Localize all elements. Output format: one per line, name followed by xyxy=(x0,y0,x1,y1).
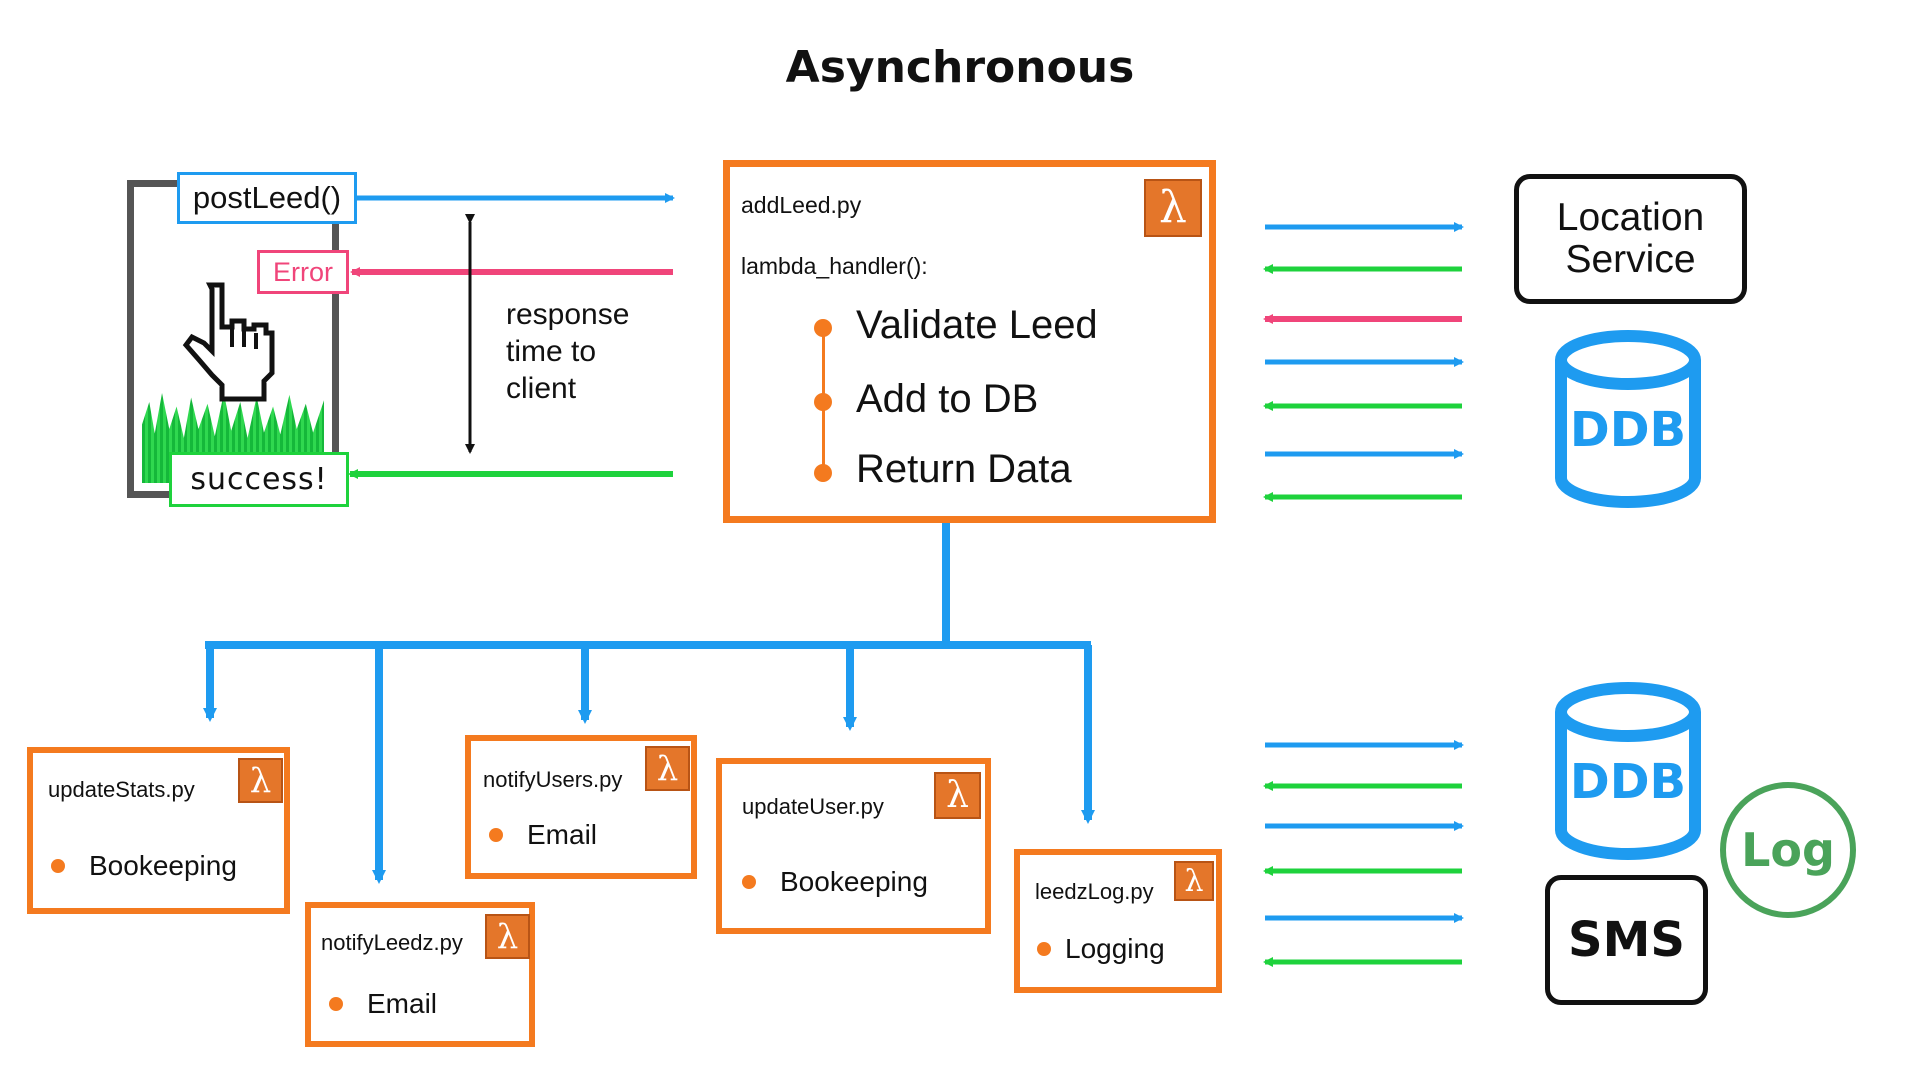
worker-lambda-updateuser: updateUser.py λ Bookeeping xyxy=(716,758,991,934)
task-dot xyxy=(742,875,756,889)
step-dot xyxy=(814,319,832,337)
fan-out-tree xyxy=(203,523,1095,884)
worker-filename: updateUser.py xyxy=(742,794,884,819)
lambda-handler: lambda_handler(): xyxy=(741,253,928,279)
lambda-icon: λ xyxy=(1144,179,1202,237)
task-dot xyxy=(1037,942,1051,956)
worker-task: Email xyxy=(489,819,597,851)
worker-filename: notifyLeedz.py xyxy=(321,930,463,955)
worker-lambda-updatestats: updateStats.py λ Bookeeping xyxy=(27,747,290,914)
worker-task-label: Bookeeping xyxy=(780,866,928,897)
lambda-icon: λ xyxy=(238,758,283,803)
ddb-top-label: DDB xyxy=(1570,402,1686,458)
step-dot xyxy=(814,393,832,411)
worker-task: Logging xyxy=(1037,933,1165,965)
error-label: Error xyxy=(257,250,349,294)
worker-task-label: Email xyxy=(527,819,598,850)
success-label: success! xyxy=(169,452,349,507)
step-validate: Validate Leed xyxy=(856,303,1098,347)
lambda-icon: λ xyxy=(485,914,530,959)
worker-lambda-notifyusers: notifyUsers.py λ Email xyxy=(465,735,697,879)
worker-filename: leedzLog.py xyxy=(1035,879,1154,904)
hand-pointer-icon xyxy=(182,282,275,402)
worker-task: Email xyxy=(329,988,437,1020)
sms-label: SMS xyxy=(1568,912,1685,968)
step-add-db: Add to DB xyxy=(856,377,1039,421)
log-label: Log xyxy=(1741,823,1835,877)
lambda-filename: addLeed.py xyxy=(741,192,862,218)
client-device xyxy=(127,180,339,498)
task-dot xyxy=(51,859,65,873)
worker-lambda-notifyleedz: notifyLeedz.py λ Email xyxy=(305,902,535,1047)
sms-service: SMS xyxy=(1545,875,1708,1005)
task-dot xyxy=(489,828,503,842)
ddb-bottom-icon: DDB xyxy=(1555,682,1701,860)
lambda-icon: λ xyxy=(934,772,981,819)
worker-task: Bookeeping xyxy=(742,866,928,898)
worker-task: Bookeeping xyxy=(51,850,237,882)
worker-lambda-leedzlog: leedzLog.py λ Logging xyxy=(1014,849,1222,993)
diagram-title: Asynchronous xyxy=(785,42,1135,93)
log-service-icon: Log xyxy=(1720,782,1856,918)
location-service-label: Location Service xyxy=(1556,196,1705,281)
ddb-bottom-label: DDB xyxy=(1570,754,1686,810)
worker-filename: notifyUsers.py xyxy=(483,767,623,792)
worker-filename: updateStats.py xyxy=(48,777,195,802)
step-return: Return Data xyxy=(856,447,1072,491)
worker-task-label: Email xyxy=(367,988,438,1019)
worker-task-label: Bookeeping xyxy=(89,850,237,881)
location-service: Location Service xyxy=(1514,174,1747,304)
lambda-icon: λ xyxy=(645,746,690,791)
task-dot xyxy=(329,997,343,1011)
postleed-call-label: postLeed() xyxy=(177,172,357,224)
ddb-top-icon: DDB xyxy=(1555,330,1701,508)
worker-task-label: Logging xyxy=(1065,933,1165,964)
response-time-note: response time to client xyxy=(506,298,630,405)
lambda-icon: λ xyxy=(1174,861,1214,901)
step-dot xyxy=(814,464,832,482)
add-leed-lambda: addLeed.py lambda_handler(): λ Validate … xyxy=(723,160,1216,523)
